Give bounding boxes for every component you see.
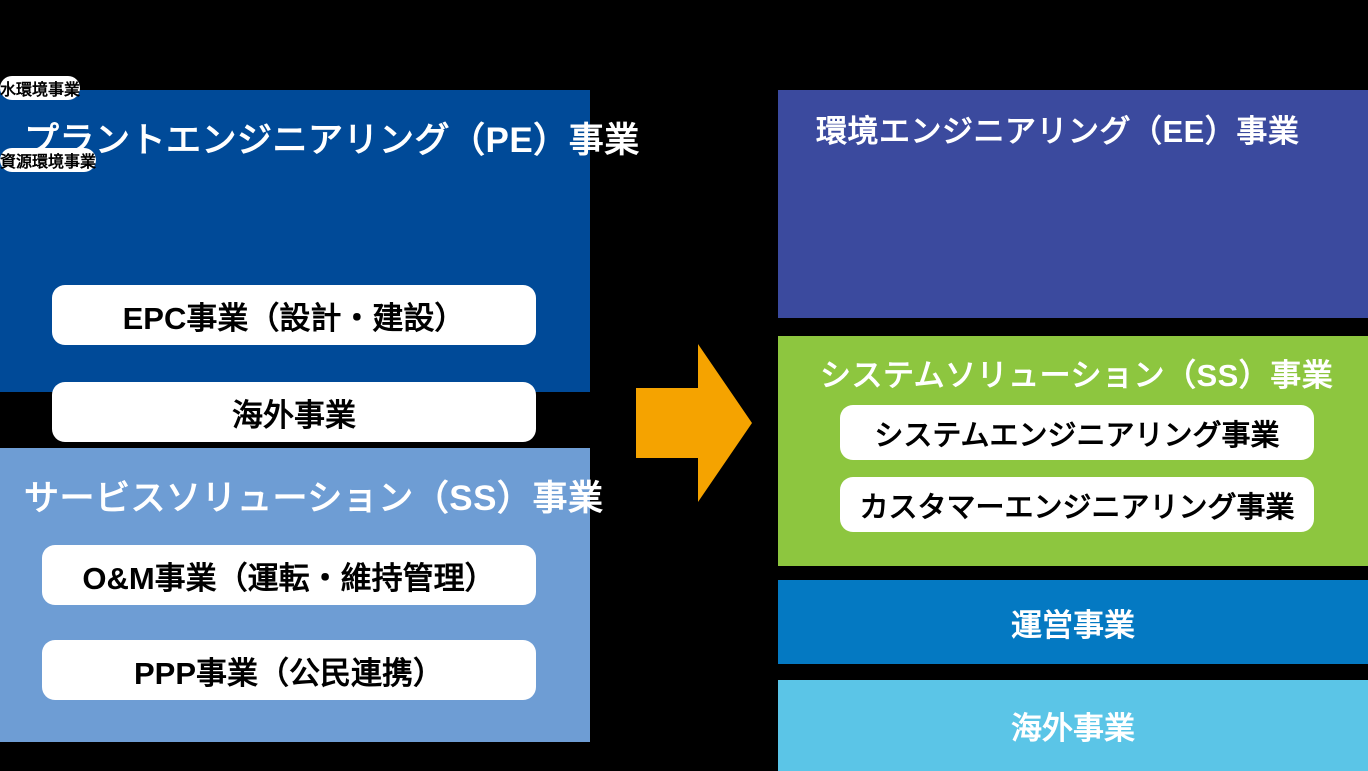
segment-item-resource-environment: 資源環境事業 <box>0 148 97 172</box>
segment-group-service-solution: サービスソリューション（SS）事業 O&M事業（運転・維持管理） PPP事業（公… <box>0 448 603 742</box>
segment-group-system-solution: システムソリューション（SS）事業 システムエンジニアリング事業 カスタマーエン… <box>778 336 1368 566</box>
segment-group-title-plant-engineering: プラントエンジニアリング（PE）事業 <box>24 121 640 160</box>
segment-item-overseas-pe: 海外事業 <box>52 382 536 442</box>
segment-item-customer-engineering: カスタマーエンジニアリング事業 <box>840 477 1314 532</box>
segment-bar-overseas: 海外事業 <box>778 680 1368 771</box>
segment-group-title-system-solution: システムソリューション（SS）事業 <box>820 358 1334 393</box>
segment-item-ppp: PPP事業（公民連携） <box>42 640 536 700</box>
right-arrow-icon <box>636 344 752 502</box>
segment-item-epc: EPC事業（設計・建設） <box>52 285 536 345</box>
segment-group-title-environment-engineering: 環境エンジニアリング（EE）事業 <box>816 114 1300 149</box>
segment-group-environment-engineering: 環境エンジニアリング（EE）事業 <box>778 90 1368 318</box>
segment-item-water-environment: 水環境事業 <box>0 76 81 100</box>
segment-group-title-service-solution: サービスソリューション（SS）事業 <box>24 479 604 518</box>
segment-bar-operation: 運営事業 <box>778 580 1368 664</box>
segment-group-plant-engineering: プラントエンジニアリング（PE）事業 EPC事業（設計・建設） 海外事業 <box>0 90 639 442</box>
segment-item-om: O&M事業（運転・維持管理） <box>42 545 536 605</box>
segment-item-system-engineering: システムエンジニアリング事業 <box>840 405 1314 460</box>
